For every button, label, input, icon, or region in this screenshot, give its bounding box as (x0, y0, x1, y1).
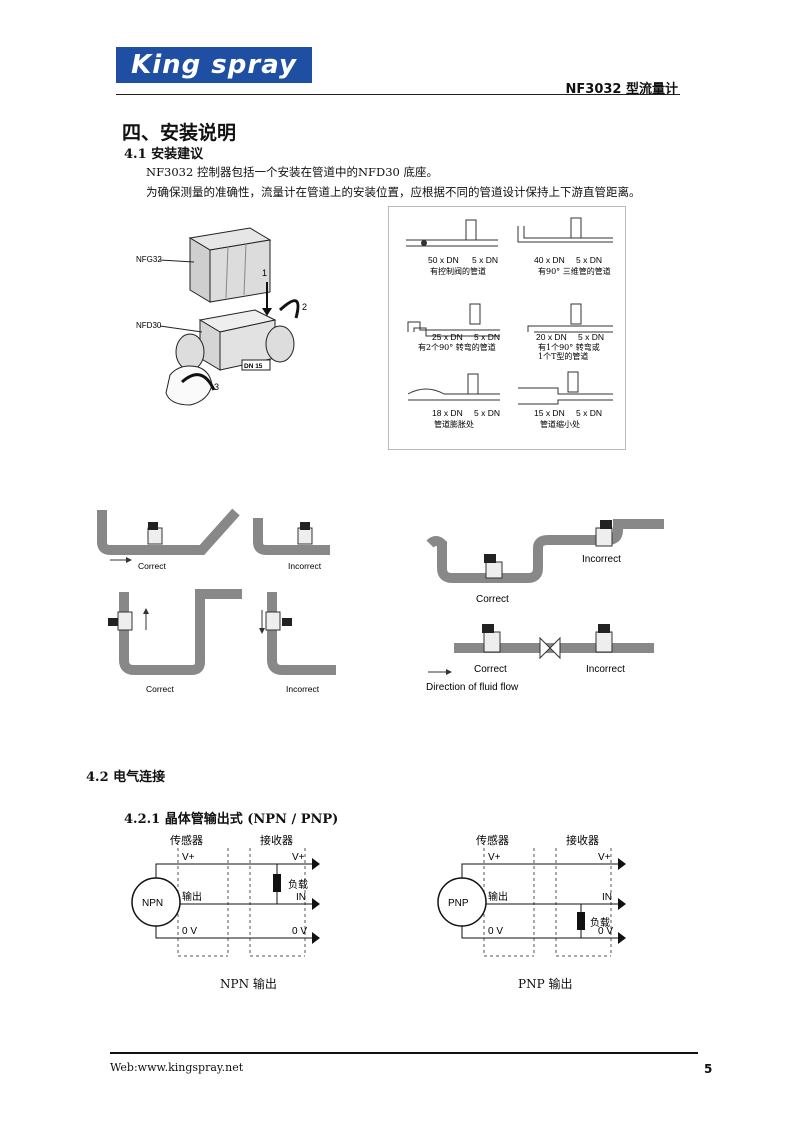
subsection-4-1: 4.1 安装建议 (124, 147, 204, 162)
npn-load-label: 负载 (288, 878, 308, 891)
case-4-desc-2: 1个T型的管道 (538, 351, 588, 361)
npn-label: NPN (142, 898, 163, 909)
flow-direction-label: Direction of fluid flow (426, 682, 519, 693)
incorrect-label-4: Incorrect (586, 664, 625, 675)
incorrect-label-2: Incorrect (286, 684, 320, 694)
pnp-load-label: 负载 (590, 916, 610, 929)
incorrect-label-1: Incorrect (288, 561, 322, 571)
orientation-diagrams-left: Correct Incorrect Correct Incorrect (97, 508, 336, 694)
head-label: NFG32 (136, 255, 162, 264)
case-3-down: 5 x DN (474, 332, 500, 342)
correct-label-2: Correct (146, 684, 175, 694)
pnp-output-label: 输出 (488, 890, 508, 903)
pnp-vplus-receiver: V+ (598, 852, 611, 863)
paragraph-1: NF3032 控制器包括一个安装在管道中的NFD30 底座。 (146, 165, 439, 179)
case-4-up: 20 x DN (536, 332, 567, 342)
pnp-in-label: IN (602, 892, 612, 903)
case-2-down: 5 x DN (576, 255, 602, 265)
orientation-diagrams-right: Correct Incorrect Correct Incorrect Dire… (426, 519, 664, 693)
subsection-4-2: 4.2 电气连接 (86, 770, 166, 785)
base-label: NFD30 (136, 321, 162, 330)
pipe-distance-grid: 50 x DN 5 x DN 有控制阀的管道 40 x DN 5 x DN 有9… (388, 206, 626, 450)
npn-zero-sensor: 0 V (182, 926, 197, 937)
pipe-case-6: 15 x DN 5 x DN 管道缩小处 (518, 371, 613, 429)
npn-zero-receiver: 0 V (292, 926, 307, 937)
pipe-case-4: 20 x DN 5 x DN 有1个90° 转弯或 1个T型的管道 (527, 303, 613, 361)
case-6-down: 5 x DN (576, 408, 602, 418)
step-2-label: 2 (302, 302, 307, 312)
header-rule (116, 94, 680, 95)
case-6-desc: 管道缩小处 (540, 419, 580, 429)
page-number: 5 (704, 1062, 713, 1076)
brand-logo: King spray (116, 47, 312, 83)
step-3-label: 3 (214, 382, 219, 392)
pnp-sensor-label: 传感器 (476, 834, 509, 847)
case-5-down: 5 x DN (474, 408, 500, 418)
pnp-circuit: 传感器 接收器 PNP V+ V+ 输出 IN 负载 0 V 0 V (437, 833, 626, 957)
npn-caption: NPN 输出 (220, 977, 277, 991)
incorrect-label-3: Incorrect (582, 554, 621, 565)
case-6-up: 15 x DN (534, 408, 565, 418)
document-title: NF3032 型流量计 (565, 82, 678, 97)
npn-receiver-label: 接收器 (260, 833, 293, 847)
npn-sensor-label: 传感器 (170, 834, 203, 847)
npn-output-label: 输出 (182, 890, 202, 903)
pnp-caption: PNP 输出 (518, 977, 573, 991)
npn-vplus-receiver: V+ (292, 852, 305, 863)
pnp-vplus-sensor: V+ (488, 852, 501, 863)
pnp-receiver-label: 接收器 (566, 833, 599, 847)
footer-website: Web:www.kingspray.net (110, 1061, 244, 1074)
case-5-desc: 管道膨胀处 (434, 419, 474, 429)
npn-in-label: IN (296, 892, 306, 903)
pnp-label: PNP (448, 898, 469, 909)
case-2-desc: 有90° 三维管的管道 (538, 266, 611, 276)
correct-label-1: Correct (138, 561, 167, 571)
case-2-up: 40 x DN (534, 255, 565, 265)
step-1-label: 1 (262, 268, 267, 278)
base-mark: DN 15 (244, 363, 263, 370)
pipe-case-5: 18 x DN 5 x DN 管道膨胀处 (407, 373, 500, 429)
subsection-4-2-1: 4.2.1 晶体管输出式 (NPN / PNP) (124, 812, 339, 827)
case-5-up: 18 x DN (432, 408, 463, 418)
case-1-down: 5 x DN (472, 255, 498, 265)
case-1-desc: 有控制阀的管道 (430, 266, 486, 276)
pnp-zero-sensor: 0 V (488, 926, 503, 937)
install-illustration: DN 15 1 2 3 NFG32 NFD30 (136, 227, 307, 406)
case-3-up: 25 x DN (432, 332, 463, 342)
case-4-down: 5 x DN (578, 332, 604, 342)
pipe-case-1: 50 x DN 5 x DN 有控制阀的管道 (406, 219, 498, 276)
correct-label-4: Correct (474, 664, 507, 675)
case-3-desc: 有2个90° 转弯的管道 (418, 342, 496, 352)
case-4-desc: 有1个90° 转弯或 (538, 342, 600, 352)
npn-circuit: 传感器 接收器 NPN V+ V+ 输出 负载 IN 0 V 0 V (131, 833, 320, 957)
pipe-case-2: 40 x DN 5 x DN 有90° 三维管的管道 (517, 217, 613, 276)
correct-label-3: Correct (476, 594, 509, 605)
npn-vplus-sensor: V+ (182, 852, 195, 863)
pnp-zero-receiver: 0 V (598, 926, 613, 937)
paragraph-2: 为确保测量的准确性，流量计在管道上的安装位置，应根据不同的管道设计保持上下游直管… (146, 185, 641, 199)
case-1-up: 50 x DN (428, 255, 459, 265)
section-title: 四、安装说明 (122, 122, 237, 144)
pipe-case-3: 25 x DN 5 x DN 有2个90° 转弯的管道 (407, 303, 500, 352)
footer-rule (110, 1052, 698, 1054)
